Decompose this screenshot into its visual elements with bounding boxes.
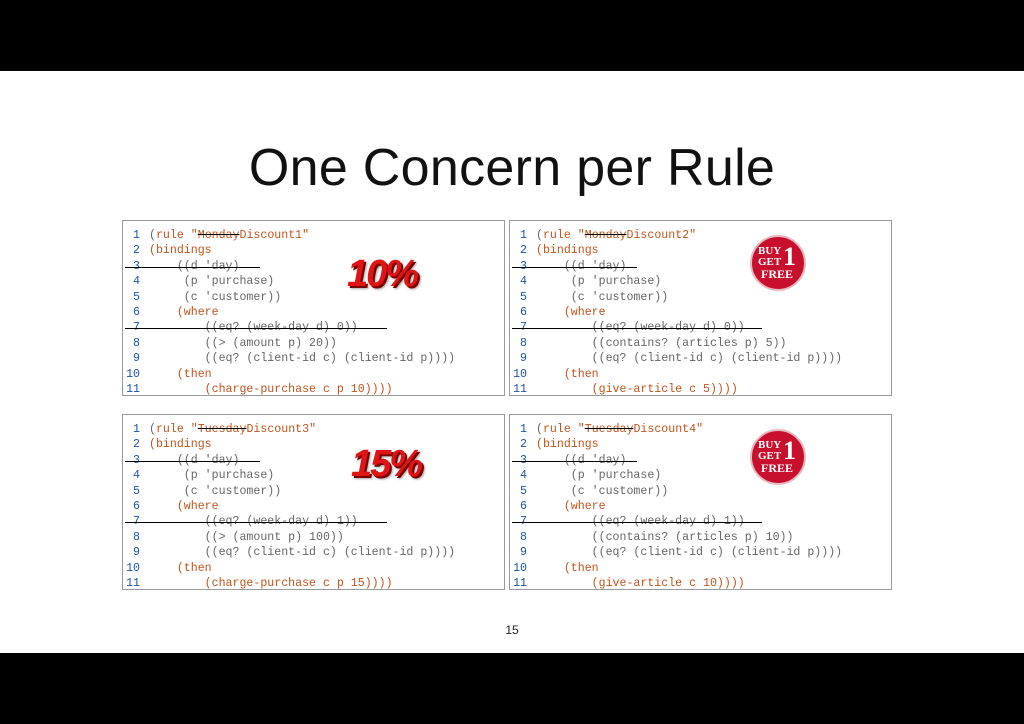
- code-line-4: 4 (p 'purchase): [520, 469, 662, 483]
- code-block: 1(rule "TuesdayDiscount3" 2(bindings 3 (…: [123, 422, 455, 591]
- code-line-8: 8 ((contains? (articles p) 10)): [520, 530, 794, 544]
- code-line-7: 7 ((eq? (week-day d) 0)): [510, 320, 842, 335]
- code-line-8: 8 ((> (amount p) 20)): [133, 336, 337, 350]
- code-panel-2: 1(rule "MondayDiscount2" 2(bindings 3 ((…: [509, 220, 892, 396]
- fifteen-percent-off-badge: 15%: [351, 443, 423, 485]
- code-line-3: 3 ((d 'day): [123, 259, 455, 274]
- code-line-11: 11 (give-article c 5)))): [513, 382, 738, 396]
- code-line-2: 2(bindings: [133, 438, 212, 452]
- code-line-9: 9 ((eq? (client-id c) (client-id p)))): [133, 352, 456, 366]
- code-line-1: 1(rule "MondayDiscount1": [133, 229, 310, 242]
- code-line-9: 9 ((eq? (client-id c) (client-id p)))): [520, 352, 843, 366]
- code-line-6: 6 (where: [520, 499, 606, 513]
- code-line-6: 6 (where: [520, 305, 606, 319]
- code-block: 1(rule "MondayDiscount2" 2(bindings 3 ((…: [510, 228, 842, 397]
- code-line-2: 2(bindings: [520, 438, 599, 452]
- code-block: 1(rule "TuesdayDiscount4" 2(bindings 3 (…: [510, 422, 842, 591]
- code-line-1: 1(rule "TuesdayDiscount3": [133, 423, 317, 436]
- code-line-10: 10 (then: [126, 367, 212, 381]
- ten-percent-off-badge: 10%: [347, 253, 419, 295]
- code-line-2: 2(bindings: [133, 244, 212, 258]
- code-line-10: 10 (then: [126, 561, 212, 575]
- page-number: 15: [505, 623, 519, 637]
- code-line-11: 11 (charge-purchase c p 10)))): [126, 382, 393, 396]
- code-line-5: 5 (c 'customer)): [133, 484, 282, 498]
- code-line-11: 11 (give-article c 10)))): [513, 576, 745, 590]
- code-block: 1(rule "MondayDiscount1" 2(bindings 3 ((…: [123, 228, 455, 397]
- code-line-7: 7 ((eq? (week-day d) 0)): [123, 320, 455, 335]
- code-line-8: 8 ((> (amount p) 100)): [133, 530, 344, 544]
- code-line-7: 7 ((eq? (week-day d) 1)): [510, 514, 842, 529]
- code-panel-4: 1(rule "TuesdayDiscount4" 2(bindings 3 (…: [509, 414, 892, 590]
- code-line-11: 11 (charge-purchase c p 15)))): [126, 576, 393, 590]
- code-panel-1: 1(rule "MondayDiscount1" 2(bindings 3 ((…: [122, 220, 505, 396]
- code-line-5: 5 (c 'customer)): [520, 484, 669, 498]
- code-line-10: 10 (then: [513, 367, 599, 381]
- code-line-1: 1(rule "TuesdayDiscount4": [520, 423, 704, 436]
- code-line-6: 6 (where: [133, 305, 219, 319]
- code-line-3: 3 ((d 'day): [123, 453, 455, 468]
- code-line-4: 4 (p 'purchase): [133, 469, 275, 483]
- code-line-10: 10 (then: [513, 561, 599, 575]
- code-line-8: 8 ((contains? (articles p) 5)): [520, 336, 787, 350]
- code-line-2: 2(bindings: [520, 244, 599, 258]
- code-line-3: 3 ((d 'day): [510, 453, 842, 468]
- slide-title: One Concern per Rule: [248, 139, 776, 197]
- code-line-9: 9 ((eq? (client-id c) (client-id p)))): [520, 546, 843, 560]
- code-line-5: 5 (c 'customer)): [133, 290, 282, 304]
- code-panel-3: 1(rule "TuesdayDiscount3" 2(bindings 3 (…: [122, 414, 505, 590]
- code-line-5: 5 (c 'customer)): [520, 290, 669, 304]
- code-line-7: 7 ((eq? (week-day d) 1)): [123, 514, 455, 529]
- code-line-1: 1(rule "MondayDiscount2": [520, 229, 697, 242]
- code-line-3: 3 ((d 'day): [510, 259, 842, 274]
- slide: One Concern per Rule 1(rule "MondayDisco…: [0, 71, 1024, 653]
- code-line-4: 4 (p 'purchase): [520, 275, 662, 289]
- code-line-6: 6 (where: [133, 499, 219, 513]
- code-line-4: 4 (p 'purchase): [133, 275, 275, 289]
- code-line-9: 9 ((eq? (client-id c) (client-id p)))): [133, 546, 456, 560]
